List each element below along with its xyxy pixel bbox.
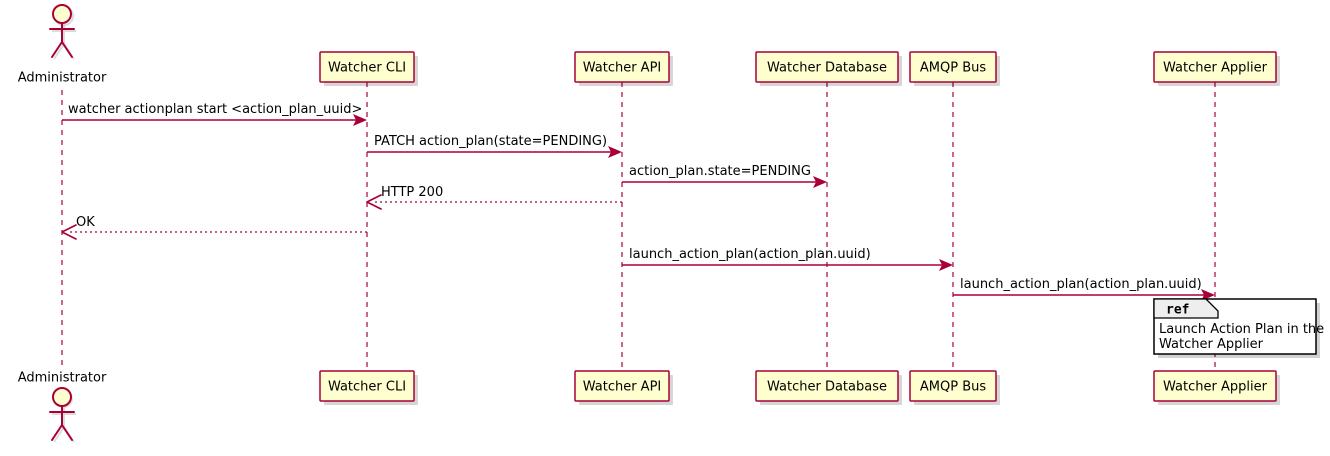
arrowhead-right bbox=[608, 146, 622, 158]
actor-leg-right-bottom bbox=[61, 424, 73, 441]
message-label: HTTP 200 bbox=[381, 185, 443, 200]
participant-amqp-bus-bottom[interactable]: AMQP Bus bbox=[909, 370, 1000, 405]
ref-fragment[interactable]: ref Launch Action Plan in the Watcher Ap… bbox=[1153, 298, 1324, 358]
message-launch-action-plan-api-amqp[interactable]: launch_action_plan(action_plan.uuid) bbox=[622, 247, 953, 271]
ref-fragment-line-2: Watcher Applier bbox=[1159, 337, 1264, 352]
participant-label-bottom: Watcher API bbox=[583, 380, 662, 395]
message-action-plan-state-pending[interactable]: action_plan.state=PENDING bbox=[622, 164, 827, 188]
participant-watcher-applier-bottom[interactable]: Watcher Applier bbox=[1153, 370, 1280, 405]
actor-leg-right-top bbox=[61, 41, 73, 58]
participant-watcher-database-bottom[interactable]: Watcher Database bbox=[755, 370, 902, 405]
arrowhead-right bbox=[353, 114, 367, 126]
message-label: launch_action_plan(action_plan.uuid) bbox=[629, 247, 871, 262]
arrowhead-left bbox=[61, 224, 77, 240]
participant-watcher-api-bottom[interactable]: Watcher API bbox=[574, 370, 673, 405]
ref-fragment-tab bbox=[1153, 298, 1219, 319]
message-patch-action-plan[interactable]: PATCH action_plan(state=PENDING) bbox=[367, 134, 622, 158]
actor-leg-left-bottom bbox=[51, 424, 63, 441]
arrowhead-right bbox=[1201, 289, 1215, 301]
participant-label-bottom: Watcher CLI bbox=[328, 380, 406, 395]
participant-label-top: AMQP Bus bbox=[920, 61, 986, 76]
actor-head-top bbox=[52, 4, 72, 24]
participant-amqp-bus-top[interactable]: AMQP Bus bbox=[909, 51, 1000, 86]
message-label: OK bbox=[76, 215, 95, 230]
message-watcher-actionplan-start[interactable]: watcher actionplan start <action_plan_uu… bbox=[62, 102, 367, 126]
participant-label-bottom: AMQP Bus bbox=[920, 380, 986, 395]
participant-watcher-api-top[interactable]: Watcher API bbox=[574, 51, 673, 86]
message-label: action_plan.state=PENDING bbox=[629, 164, 811, 179]
participant-label-top: Watcher CLI bbox=[328, 61, 406, 76]
participant-box-bottom bbox=[574, 370, 670, 402]
participant-watcher-cli-bottom[interactable]: Watcher CLI bbox=[319, 370, 418, 405]
participant-watcher-applier-top[interactable]: Watcher Applier bbox=[1153, 51, 1280, 86]
message-launch-action-plan-amqp-applier[interactable]: launch_action_plan(action_plan.uuid) bbox=[953, 277, 1215, 301]
participant-watcher-cli-top[interactable]: Watcher CLI bbox=[319, 51, 418, 86]
actor-label-top: Administrator bbox=[18, 71, 107, 86]
ref-fragment-line-1: Launch Action Plan in the bbox=[1159, 322, 1324, 337]
participant-label-top: Watcher Applier bbox=[1163, 61, 1268, 76]
message-label: PATCH action_plan(state=PENDING) bbox=[374, 134, 607, 149]
participant-box-bottom bbox=[319, 370, 415, 402]
participant-label-bottom: Watcher Database bbox=[767, 380, 887, 395]
message-http-200[interactable]: HTTP 200 bbox=[366, 185, 622, 210]
lifelines-layer bbox=[61, 82, 1216, 373]
actor-administrator-bottom[interactable]: Administrator bbox=[18, 371, 107, 443]
participant-label-top: Watcher API bbox=[583, 61, 662, 76]
message-label: watcher actionplan start <action_plan_uu… bbox=[68, 102, 362, 117]
arrowhead-right bbox=[813, 176, 827, 188]
actor-administrator-top[interactable]: Administrator bbox=[18, 4, 107, 86]
participant-label-top: Watcher Database bbox=[767, 61, 887, 76]
participant-label-bottom: Watcher Applier bbox=[1163, 380, 1268, 395]
participant-box-top bbox=[319, 51, 415, 83]
participant-box-top bbox=[909, 51, 997, 83]
actor-leg-left-top bbox=[51, 41, 63, 58]
message-ok[interactable]: OK bbox=[61, 215, 367, 240]
participant-box-top bbox=[1153, 51, 1277, 83]
actor-head-bottom bbox=[52, 387, 72, 407]
participant-box-top bbox=[574, 51, 670, 83]
participant-watcher-database-top[interactable]: Watcher Database bbox=[755, 51, 902, 86]
participant-box-bottom bbox=[755, 370, 899, 402]
arrowhead-right bbox=[939, 259, 953, 271]
message-label: launch_action_plan(action_plan.uuid) bbox=[960, 277, 1202, 292]
ref-fragment-tab-label: ref bbox=[1166, 303, 1189, 318]
participant-box-bottom bbox=[909, 370, 997, 402]
arrowhead-left bbox=[366, 194, 382, 210]
participant-box-bottom bbox=[1153, 370, 1277, 402]
actor-label-bottom: Administrator bbox=[18, 371, 107, 386]
participant-box-top bbox=[755, 51, 899, 83]
